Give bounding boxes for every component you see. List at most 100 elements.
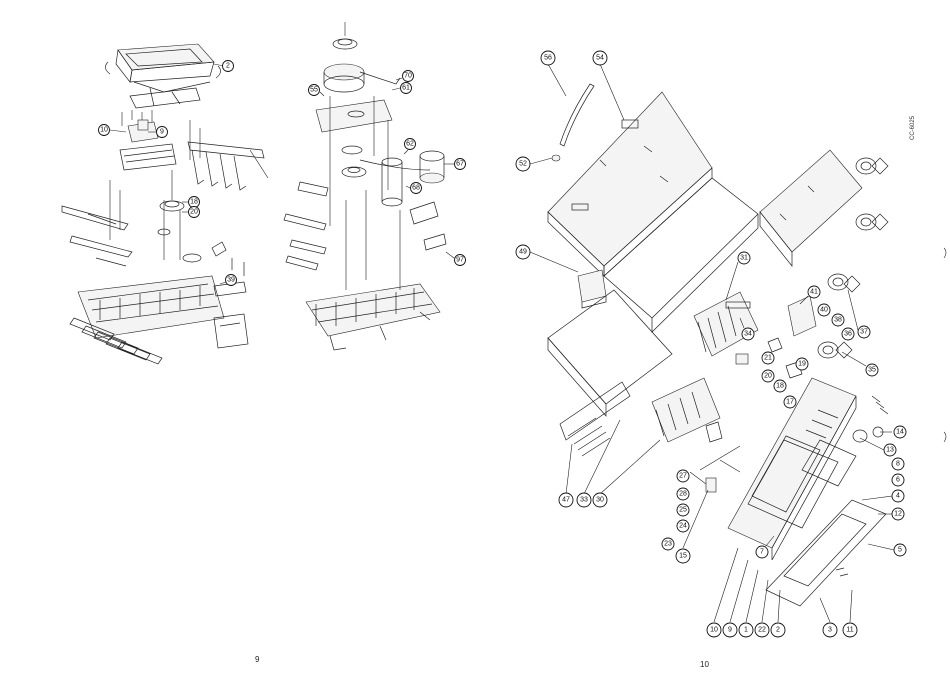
svg-text:7: 7 xyxy=(760,549,764,556)
callout-25: 25 xyxy=(676,503,690,517)
svg-text:20: 20 xyxy=(190,209,198,216)
svg-text:62: 62 xyxy=(406,141,414,148)
callout-34: 34 xyxy=(739,317,755,341)
callout-2r: 2 xyxy=(770,589,786,638)
svg-text:33: 33 xyxy=(580,497,588,504)
svg-text:18: 18 xyxy=(190,199,198,206)
svg-text:17: 17 xyxy=(786,399,794,406)
callout-9r: 9 xyxy=(722,559,749,638)
callout-20r: 20 xyxy=(761,369,775,383)
callout-61: 61 xyxy=(391,82,412,94)
document-code: CC-6025 xyxy=(910,115,916,140)
callout-13: 13 xyxy=(859,437,897,457)
callout-30: 30 xyxy=(592,439,661,508)
svg-text:4: 4 xyxy=(896,493,900,500)
svg-text:52: 52 xyxy=(519,161,527,168)
callout-36: 36 xyxy=(841,327,855,341)
svg-text:54: 54 xyxy=(596,55,604,62)
callout-39: 39 xyxy=(219,274,237,286)
callout-18r: 18 xyxy=(773,379,787,393)
svg-text:28: 28 xyxy=(679,491,687,498)
callout-11: 11 xyxy=(842,589,858,638)
svg-text:10: 10 xyxy=(710,627,718,634)
svg-text:23: 23 xyxy=(664,541,672,548)
svg-text:20: 20 xyxy=(764,373,772,380)
svg-text:3: 3 xyxy=(828,627,832,634)
svg-text:61: 61 xyxy=(402,85,410,92)
left-mechanism-b xyxy=(283,22,447,351)
svg-text:9: 9 xyxy=(728,627,732,634)
callout-20: 20 xyxy=(182,206,200,218)
callout-10: 10 xyxy=(98,124,127,136)
svg-text:18: 18 xyxy=(776,383,784,390)
svg-text:55: 55 xyxy=(310,87,318,94)
callout-55: 55 xyxy=(308,84,325,97)
svg-text:5: 5 xyxy=(898,547,902,554)
svg-text:14: 14 xyxy=(896,429,904,436)
callout-4: 4 xyxy=(861,489,905,503)
callout-14: 14 xyxy=(880,425,907,439)
callout-10r: 10 xyxy=(706,547,739,638)
callout-54: 54 xyxy=(592,50,625,121)
callout-21: 21 xyxy=(761,351,775,365)
callout-8: 8 xyxy=(891,457,905,471)
svg-text:36: 36 xyxy=(844,331,852,338)
callout-70: 70 xyxy=(395,70,414,82)
svg-text:31: 31 xyxy=(740,255,748,262)
svg-text:34: 34 xyxy=(744,331,752,338)
svg-text:35: 35 xyxy=(868,367,876,374)
svg-text:39: 39 xyxy=(227,277,235,284)
callout-3: 3 xyxy=(819,597,838,638)
svg-text:19: 19 xyxy=(798,361,806,368)
callout-6: 6 xyxy=(891,473,905,487)
callout-62: 62 xyxy=(403,138,416,155)
callout-49: 49 xyxy=(515,244,579,273)
svg-text:49: 49 xyxy=(519,249,527,256)
svg-text:6: 6 xyxy=(896,477,900,484)
callout-19: 19 xyxy=(795,357,809,371)
callout-31: 31 xyxy=(725,251,751,301)
callout-68: 68 xyxy=(405,182,422,194)
svg-text:21: 21 xyxy=(764,355,772,362)
callout-33: 33 xyxy=(576,419,621,508)
callout-2: 2 xyxy=(213,60,234,72)
callout-28: 28 xyxy=(676,487,690,501)
callout-47: 47 xyxy=(558,443,574,508)
callout-56: 56 xyxy=(540,50,567,97)
callout-52: 52 xyxy=(515,156,553,172)
callout-37: 37 xyxy=(847,289,871,339)
svg-text:9: 9 xyxy=(160,129,164,136)
right-main-unit xyxy=(547,83,889,607)
svg-text:56: 56 xyxy=(544,55,552,62)
callout-9: 9 xyxy=(148,126,168,138)
callout-24: 24 xyxy=(676,519,690,533)
svg-text:67: 67 xyxy=(456,161,464,168)
callout-97: 97 xyxy=(445,251,466,266)
callout-23: 23 xyxy=(661,537,675,551)
callout-40: 40 xyxy=(817,303,831,317)
callout-15: 15 xyxy=(675,489,709,564)
svg-text:41: 41 xyxy=(810,289,818,296)
callout-1: 1 xyxy=(738,569,759,638)
svg-text:27: 27 xyxy=(679,473,687,480)
svg-text:70: 70 xyxy=(404,73,412,80)
svg-text:30: 30 xyxy=(596,497,604,504)
callout-12: 12 xyxy=(878,507,905,521)
svg-text:47: 47 xyxy=(562,497,570,504)
callout-17: 17 xyxy=(783,395,797,409)
callout-27: 27 xyxy=(676,469,707,485)
left-mechanism-a xyxy=(61,43,269,365)
callout-22: 22 xyxy=(754,579,770,638)
callout-35: 35 xyxy=(841,351,879,377)
svg-text:8: 8 xyxy=(896,461,900,468)
svg-text:68: 68 xyxy=(412,185,420,192)
svg-text:25: 25 xyxy=(679,507,687,514)
svg-text:97: 97 xyxy=(456,257,464,264)
svg-text:38: 38 xyxy=(834,317,842,324)
svg-text:11: 11 xyxy=(846,627,853,634)
callout-38: 38 xyxy=(831,313,845,327)
callout-18: 18 xyxy=(182,196,200,208)
page-number-left: 9 xyxy=(255,655,260,664)
